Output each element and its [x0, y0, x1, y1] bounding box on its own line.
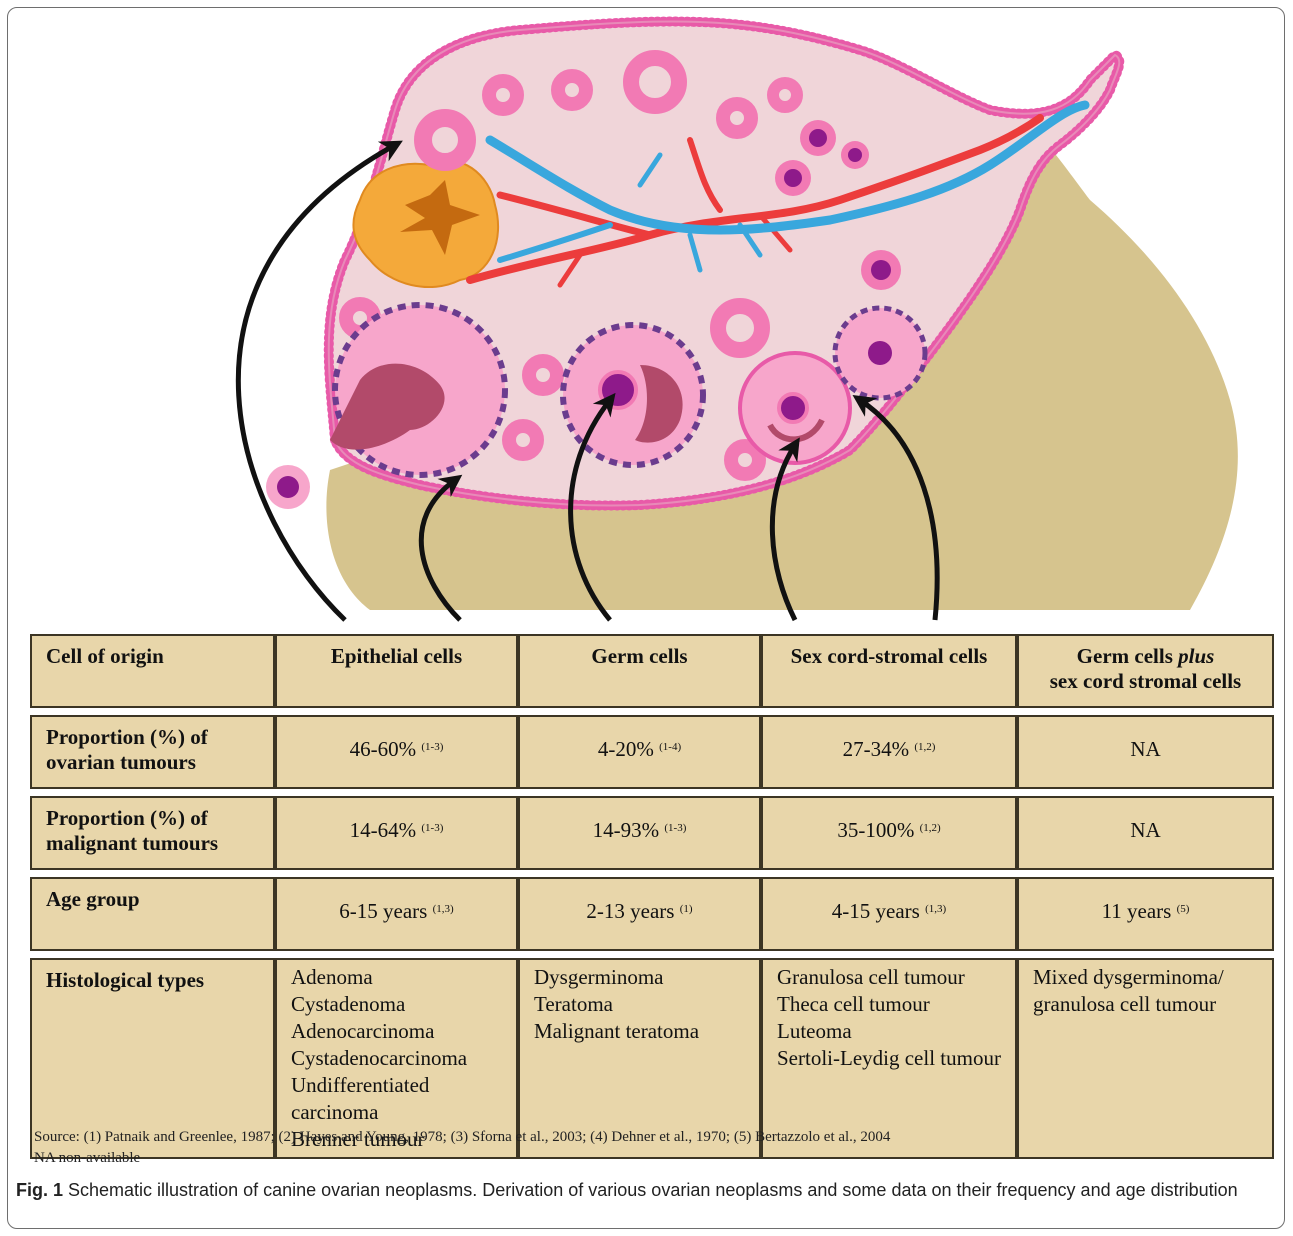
histology-list-mixed: Mixed dysgerminoma/ granulosa cell tumou…: [1017, 958, 1274, 1159]
row-label: Age group: [30, 877, 275, 951]
figure-caption: Fig. 1 Schematic illustration of canine …: [16, 1178, 1246, 1202]
table-row: Age group 6-15 years (1,3) 2-13 years (1…: [30, 877, 1274, 951]
column-header-epithelial: Epithelial cells: [275, 634, 518, 708]
table-cell: 46-60% (1-3): [275, 715, 518, 789]
table-row: Proportion (%) of malignant tumours 14-6…: [30, 796, 1274, 870]
list-item: Mixed dysgerminoma/: [1033, 964, 1258, 991]
table-cell: NA: [1017, 796, 1274, 870]
list-item: Cystadenocarcinoma: [291, 1045, 502, 1072]
ovary-illustration: [0, 0, 1293, 640]
table-cell: 27-34% (1,2): [761, 715, 1017, 789]
list-item: Sertoli-Leydig cell tumour: [777, 1045, 1001, 1072]
list-item: Adenocarcinoma: [291, 1018, 502, 1045]
list-item: Teratoma: [534, 991, 745, 1018]
row-label: Proportion (%) of ovarian tumours: [30, 715, 275, 789]
list-item: granulosa cell tumour: [1033, 991, 1258, 1018]
figure-label: Fig. 1: [16, 1180, 63, 1200]
list-item: Undifferentiated: [291, 1072, 502, 1099]
table-cell: 4-20% (1-4): [518, 715, 761, 789]
list-item: Theca cell tumour: [777, 991, 1001, 1018]
row-label: Proportion (%) of malignant tumours: [30, 796, 275, 870]
source-references: Source: (1) Patnaik and Greenlee, 1987; …: [34, 1127, 890, 1148]
table-cell: 11 years (5): [1017, 877, 1274, 951]
list-item: carcinoma: [291, 1099, 502, 1126]
table-cell: 14-64% (1-3): [275, 796, 518, 870]
list-item: Cystadenoma: [291, 991, 502, 1018]
caption-text: Schematic illustration of canine ovarian…: [63, 1180, 1238, 1200]
list-item: Malignant teratoma: [534, 1018, 745, 1045]
column-header-germ: Germ cells: [518, 634, 761, 708]
list-item: Luteoma: [777, 1018, 1001, 1045]
list-item: Granulosa cell tumour: [777, 964, 1001, 991]
table-cell: NA: [1017, 715, 1274, 789]
row-label-cell-of-origin: Cell of origin: [30, 634, 275, 708]
table-header-row: Cell of origin Epithelial cells Germ cel…: [30, 634, 1274, 708]
list-item: Adenoma: [291, 964, 502, 991]
column-header-mixed: Germ cells plus sex cord stromal cells: [1017, 634, 1274, 708]
na-note: NA non-available: [34, 1148, 890, 1169]
table-cell: 35-100% (1,2): [761, 796, 1017, 870]
table-row: Proportion (%) of ovarian tumours 46-60%…: [30, 715, 1274, 789]
table-cell: 2-13 years (1): [518, 877, 761, 951]
table-cell: 4-15 years (1,3): [761, 877, 1017, 951]
list-item: Dysgerminoma: [534, 964, 745, 991]
table-cell: 6-15 years (1,3): [275, 877, 518, 951]
column-header-sex-cord: Sex cord-stromal cells: [761, 634, 1017, 708]
source-note: Source: (1) Patnaik and Greenlee, 1987; …: [34, 1127, 890, 1169]
tumour-data-table: Cell of origin Epithelial cells Germ cel…: [30, 627, 1274, 1166]
table-cell: 14-93% (1-3): [518, 796, 761, 870]
